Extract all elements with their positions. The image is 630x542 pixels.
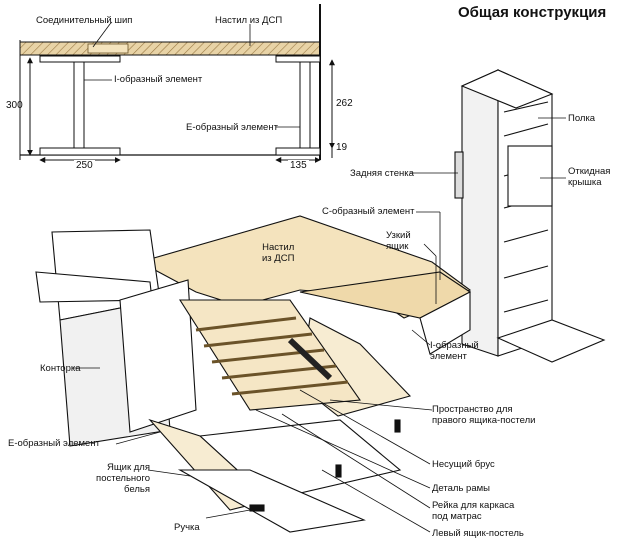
label-back-panel: Задняя стенка: [350, 168, 414, 179]
label-desk: Конторка: [40, 363, 81, 374]
section-drawing: [19, 4, 335, 163]
dim-262: 262: [336, 98, 353, 109]
label-e-element-top: E-образный элемент: [186, 122, 278, 133]
bed-assembly: [35, 211, 472, 533]
dim-19: 19: [336, 142, 348, 153]
label-e-element-bed: E-образный элемент: [8, 438, 100, 449]
dim-300: 300: [6, 100, 23, 111]
label-handle: Ручка: [174, 522, 200, 533]
label-shelf: Полка: [568, 113, 596, 124]
label-deck-bed: Настил из ДСП: [262, 242, 295, 264]
label-i-element-top: I-образный элемент: [114, 74, 203, 85]
dim-135: 135: [288, 160, 309, 171]
label-left-bed: Левый ящик-постель: [432, 528, 524, 539]
label-i-element-bed: I-образный элемент: [430, 340, 479, 362]
label-tenon: Соединительный шип: [36, 15, 133, 26]
label-beam: Несущий брус: [432, 459, 495, 470]
tall-cabinet: [410, 69, 606, 363]
label-linen-box: Ящик для постельного белья: [96, 462, 150, 495]
label-drawer-space: Пространство для правого ящика-постели: [432, 404, 536, 426]
label-c-element: С-образный элемент: [322, 206, 415, 217]
label-slat: Рейка для каркаса под матрас: [432, 500, 515, 522]
label-frame: Деталь рамы: [432, 483, 490, 494]
dim-250: 250: [74, 160, 95, 171]
label-narrow-box: Узкий ящик: [386, 230, 411, 252]
page-title: Общая конструкция: [458, 4, 607, 21]
label-deck-top: Настил из ДСП: [215, 15, 283, 26]
label-flap-lid: Откидная крышка: [568, 166, 611, 188]
